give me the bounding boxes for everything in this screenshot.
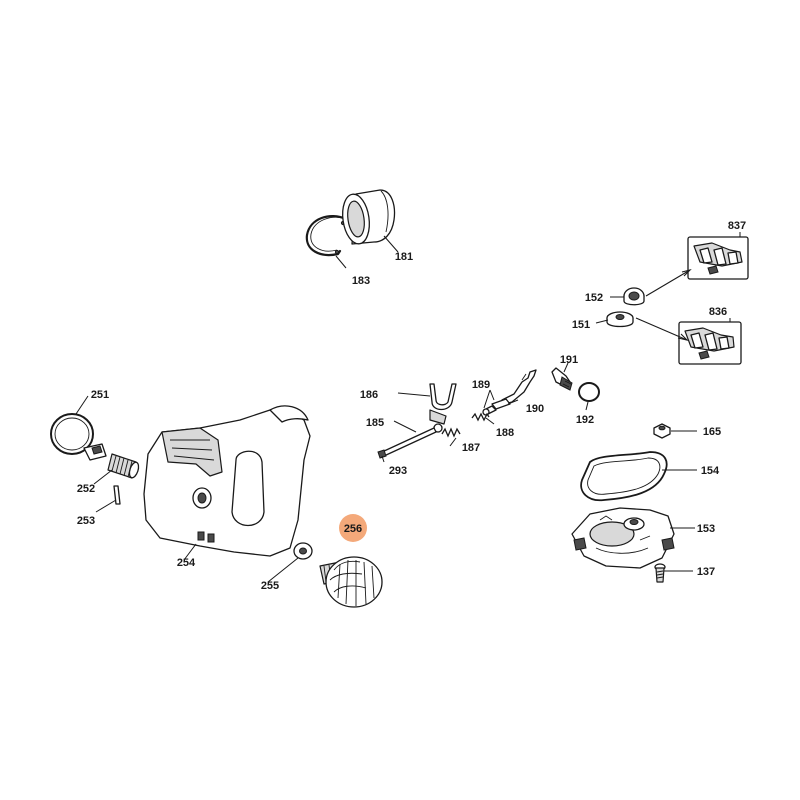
callout-256-highlight[interactable]: 256 bbox=[339, 514, 367, 542]
callout-254[interactable]: 254 bbox=[177, 557, 196, 569]
callout-151[interactable]: 151 bbox=[572, 319, 590, 331]
callout-153[interactable]: 153 bbox=[697, 523, 715, 535]
pin-pair-part[interactable] bbox=[482, 398, 511, 416]
clamp-ring-part[interactable] bbox=[50, 413, 107, 461]
switch-assembly-837[interactable] bbox=[687, 236, 749, 280]
callout-137[interactable]: 137 bbox=[697, 566, 715, 578]
small-ring-part[interactable] bbox=[578, 382, 600, 402]
callout-labels: 181 183 837 152 151 836 191 186 189 190 … bbox=[77, 220, 746, 592]
callout-192[interactable]: 192 bbox=[576, 414, 594, 426]
callout-183[interactable]: 183 bbox=[352, 275, 370, 287]
handle-housing-part[interactable] bbox=[143, 405, 311, 557]
switch-assembly-836[interactable] bbox=[678, 321, 742, 365]
callout-190[interactable]: 190 bbox=[526, 403, 544, 415]
shift-fork-part[interactable] bbox=[429, 383, 457, 433]
washer-part[interactable] bbox=[293, 542, 313, 560]
callout-837[interactable]: 837 bbox=[728, 220, 746, 232]
highlight-circle bbox=[339, 514, 367, 542]
gearbox-cover-part[interactable] bbox=[571, 507, 675, 569]
small-pin-part[interactable] bbox=[113, 485, 121, 505]
wheel-part[interactable] bbox=[606, 311, 634, 328]
callout-293[interactable]: 293 bbox=[389, 465, 407, 477]
leader-lines bbox=[75, 235, 697, 583]
circlip-part[interactable] bbox=[305, 215, 348, 257]
callout-181[interactable]: 181 bbox=[395, 251, 413, 263]
callout-836[interactable]: 836 bbox=[709, 306, 727, 318]
callout-154[interactable]: 154 bbox=[701, 465, 720, 477]
callout-251[interactable]: 251 bbox=[91, 389, 109, 401]
callout-252[interactable]: 252 bbox=[77, 483, 95, 495]
callout-152[interactable]: 152 bbox=[585, 292, 603, 304]
knob-part[interactable] bbox=[319, 556, 383, 608]
spring-187-part[interactable] bbox=[441, 427, 461, 438]
callout-191[interactable]: 191 bbox=[560, 354, 578, 366]
spring-188-part[interactable] bbox=[471, 412, 490, 422]
callout-187[interactable]: 187 bbox=[462, 442, 480, 454]
bearing-part[interactable] bbox=[623, 287, 645, 306]
callout-186[interactable]: 186 bbox=[360, 389, 378, 401]
callout-165[interactable]: 165 bbox=[703, 426, 721, 438]
nut-part[interactable] bbox=[653, 423, 671, 439]
callout-255[interactable]: 255 bbox=[261, 580, 279, 592]
gasket-part[interactable] bbox=[580, 451, 668, 502]
callout-253[interactable]: 253 bbox=[77, 515, 95, 527]
lever-arm-part[interactable] bbox=[501, 369, 537, 405]
small-screw-part[interactable] bbox=[377, 449, 387, 459]
actuator-part[interactable] bbox=[551, 367, 573, 391]
rod-part[interactable] bbox=[381, 427, 437, 457]
callout-188[interactable]: 188 bbox=[496, 427, 514, 439]
callout-189[interactable]: 189 bbox=[472, 379, 490, 391]
bushing-part[interactable] bbox=[340, 189, 396, 246]
screw-part[interactable] bbox=[654, 563, 666, 583]
callout-256[interactable]: 256 bbox=[344, 523, 362, 535]
threaded-sleeve-part[interactable] bbox=[107, 453, 140, 479]
callout-185[interactable]: 185 bbox=[366, 417, 384, 429]
